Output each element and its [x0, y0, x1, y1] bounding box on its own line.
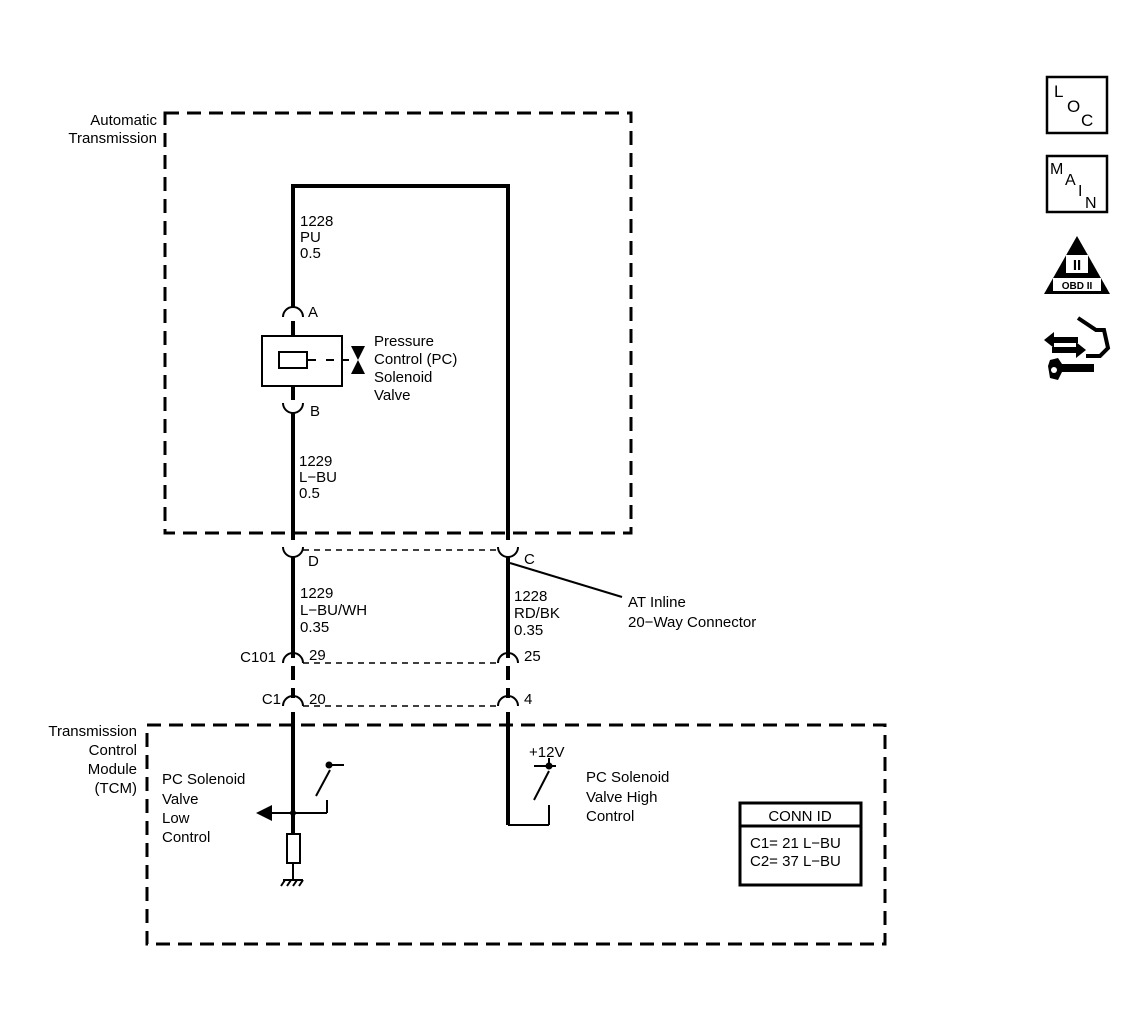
valve-symbol-top: [351, 346, 365, 360]
pc-solenoid-valve: [261, 335, 365, 387]
c101-pin-29: 29: [309, 647, 326, 664]
c1-label: C1: [262, 691, 281, 708]
wire-label-1229-lbu: 1229 L−BU 0.5: [299, 453, 337, 502]
pin-b-terminal: [282, 402, 304, 414]
svg-text:OBD II: OBD II: [1062, 281, 1093, 292]
svg-text:Control: Control: [89, 742, 137, 759]
svg-text:1228: 1228: [300, 213, 333, 230]
svg-text:Transmission: Transmission: [48, 723, 137, 740]
svg-text:1229: 1229: [299, 453, 332, 470]
pin-b-label: B: [310, 403, 320, 420]
svg-text:PC Solenoid: PC Solenoid: [586, 769, 669, 786]
svg-text:II: II: [1073, 257, 1081, 274]
svg-text:(TCM): (TCM): [95, 780, 137, 797]
svg-text:L−BU/WH: L−BU/WH: [300, 602, 367, 619]
conn-id-row-c1: C1= 21 L−BU: [750, 835, 841, 852]
automatic-transmission-module: Automatic Transmission: [68, 111, 633, 535]
inline-connector-label-line2: 20−Way Connector: [628, 614, 756, 631]
c101-label: C101: [240, 649, 276, 666]
svg-text:0.35: 0.35: [300, 619, 329, 636]
conn-id-title: CONN ID: [768, 808, 832, 825]
svg-text:Pressure: Pressure: [374, 333, 434, 350]
wire-1228-pu: [291, 184, 510, 540]
supply-voltage-label: +12V: [529, 744, 564, 761]
conn-id-box: CONN ID C1= 21 L−BU C2= 37 L−BU: [738, 801, 863, 887]
pin-a-label: A: [308, 304, 318, 321]
wire-label-1228-pu: 1228 PU 0.5: [300, 213, 333, 262]
c101-connector: C101 29 25: [240, 647, 541, 666]
tcm-boundary: [145, 723, 887, 946]
obd-ii-icon[interactable]: II OBD II: [1044, 236, 1110, 294]
svg-text:Control: Control: [586, 808, 634, 825]
wire-label-1229-lbu-wh: 1229 L−BU/WH 0.35: [300, 585, 367, 636]
svg-text:RD/BK: RD/BK: [514, 605, 560, 622]
svg-text:Low: Low: [162, 810, 190, 827]
svg-text:Valve: Valve: [374, 387, 410, 404]
loc-icon[interactable]: L O C: [1045, 75, 1109, 135]
wire-label-1228-rd-bk: 1228 RD/BK 0.35: [514, 588, 560, 639]
svg-text:A: A: [1065, 172, 1076, 189]
svg-text:L: L: [1054, 82, 1063, 101]
svg-text:0.5: 0.5: [299, 485, 320, 502]
svg-text:1229: 1229: [300, 585, 333, 602]
inline-pin-d: D: [308, 553, 319, 570]
high-control-label: PC Solenoid Valve High Control: [586, 769, 669, 825]
svg-text:Control (PC): Control (PC): [374, 351, 457, 368]
svg-text:0.5: 0.5: [300, 245, 321, 262]
automatic-transmission-boundary: [163, 111, 633, 535]
svg-text:I: I: [1078, 183, 1082, 200]
svg-text:C: C: [1081, 111, 1093, 130]
svg-text:1228: 1228: [514, 588, 547, 605]
pc-solenoid-label: Pressure Control (PC) Solenoid Valve: [374, 333, 457, 404]
automatic-transmission-label-line1: Automatic: [90, 112, 157, 129]
svg-text:Solenoid: Solenoid: [374, 369, 432, 386]
conn-id-row-c2: C2= 37 L−BU: [750, 853, 841, 870]
svg-text:0.35: 0.35: [514, 622, 543, 639]
at-inline-connector: D C AT Inline 20−Way Connector: [282, 546, 756, 631]
svg-text:PU: PU: [300, 229, 321, 246]
low-control-circuit: [256, 712, 344, 887]
inline-pin-c: C: [524, 551, 535, 568]
c1-connector: C1 20 4: [262, 691, 533, 708]
svg-text:O: O: [1067, 97, 1080, 116]
wrench-arrows-icon[interactable]: [1044, 316, 1111, 380]
main-icon[interactable]: M A I N: [1045, 154, 1109, 214]
c101-pin-25: 25: [524, 648, 541, 665]
c1-pin-4: 4: [524, 691, 532, 708]
svg-text:Valve High: Valve High: [586, 789, 657, 806]
inline-connector-label-line1: AT Inline: [628, 594, 686, 611]
c1-pin-20: 20: [309, 691, 326, 708]
svg-text:L−BU: L−BU: [299, 469, 337, 486]
svg-text:M: M: [1050, 161, 1063, 178]
high-control-circuit: +12V: [506, 712, 564, 826]
svg-text:PC Solenoid: PC Solenoid: [162, 771, 245, 788]
svg-text:Module: Module: [88, 761, 137, 778]
ground-icon: [280, 879, 304, 887]
tcm-module: Transmission Control Module (TCM): [48, 723, 887, 946]
low-control-arrow: [256, 805, 272, 821]
valve-symbol-bottom: [351, 360, 365, 374]
svg-text:Valve: Valve: [162, 791, 198, 808]
svg-text:N: N: [1085, 195, 1097, 212]
low-control-label: PC Solenoid Valve Low Control: [162, 771, 245, 846]
automatic-transmission-label-line2: Transmission: [68, 130, 157, 147]
pulldown-resistor: [286, 833, 301, 864]
svg-text:Control: Control: [162, 829, 210, 846]
pin-a-terminal: [282, 306, 304, 318]
